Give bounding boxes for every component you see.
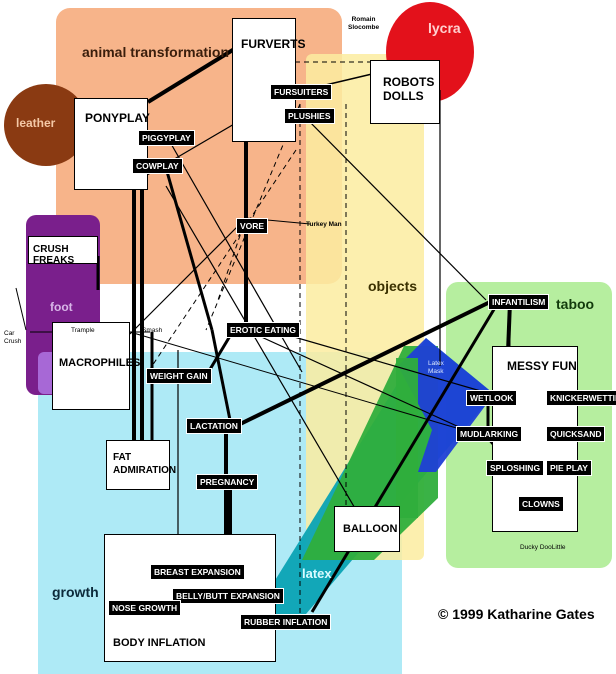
copyright: © 1999 Katharine Gates	[438, 606, 595, 622]
tag-rubber-inflation: RUBBER INFLATION	[240, 614, 332, 630]
box-balloon-label: BALLOON	[343, 523, 398, 535]
tag-mudlarking: MUDLARKING	[456, 426, 523, 442]
box-fat-admiration-label: FAT ADMIRATION	[113, 452, 177, 476]
note-car-crush: Car Crush	[4, 330, 22, 345]
note-romain-slocombe: Romain Slocombe	[348, 16, 380, 31]
tag-piggyplay: PIGGYPLAY	[138, 130, 195, 146]
tag-pie-play: PIE PLAY	[546, 460, 592, 476]
label-foot: foot	[50, 300, 73, 314]
label-taboo: taboo	[556, 296, 595, 312]
box-macrophiles: MACROPHILES	[52, 322, 140, 410]
box-crush-freaks: CRUSH FREAKS	[28, 236, 98, 266]
tag-cowplay: COWPLAY	[132, 158, 183, 174]
note-smash: Smash	[142, 327, 163, 334]
tag-clowns: CLOWNS	[518, 496, 564, 512]
label-lycra: lycra	[428, 20, 461, 36]
tag-nose-growth: NOSE GROWTH	[108, 600, 182, 616]
label-latex: latex	[302, 566, 332, 581]
tag-infantilism: INFANTILISM	[488, 294, 550, 310]
tag-breast-expansion: BREAST EXPANSION	[150, 564, 245, 580]
tag-wetlook: WETLOOK	[466, 390, 518, 406]
box-fat-admiration: FAT ADMIRATION	[106, 440, 176, 490]
box-robots-dolls-label: ROBOTS DOLLS	[383, 75, 435, 103]
tag-sploshing: SPLOSHING	[486, 460, 545, 476]
tag-knickerwetting: KNICKERWETTING	[546, 390, 616, 406]
box-body-inflation-label: BODY INFLATION	[113, 637, 206, 649]
label-leather: leather	[16, 116, 56, 130]
note-turkey-man: Turkey Man	[306, 221, 342, 228]
note-trample: Trample	[70, 327, 96, 334]
box-crush-freaks-label: CRUSH FREAKS	[33, 244, 75, 266]
box-ponyplay-label: PONYPLAY	[85, 111, 150, 125]
tag-belly-butt-expansion: BELLY/BUTT EXPANSION	[172, 588, 284, 604]
box-ponyplay: PONYPLAY	[74, 98, 150, 190]
label-objects: objects	[368, 278, 418, 294]
tag-weight-gain: WEIGHT GAIN	[146, 368, 212, 384]
tag-vore: VORE	[236, 218, 269, 234]
label-animal-transformation: animal transformation	[82, 44, 230, 60]
note-latex-mask: Latex Mask	[428, 360, 444, 375]
box-robots-dolls: ROBOTS DOLLS	[370, 60, 440, 124]
tag-plushies: PLUSHIES	[284, 108, 335, 124]
box-macrophiles-label: MACROPHILES	[59, 357, 141, 369]
tag-pregnancy: PREGNANCY	[196, 474, 259, 490]
tag-erotic-eating: EROTIC EATING	[226, 322, 300, 338]
box-furverts-label: FURVERTS	[241, 37, 306, 51]
tag-lactation: LACTATION	[186, 418, 242, 434]
note-ducky-doolittle: Ducky DooLittle	[520, 544, 566, 551]
tag-fursuiters: FURSUITERS	[270, 84, 333, 100]
box-messy-fun-label: MESSY FUN	[507, 359, 577, 373]
box-balloon: BALLOON	[334, 506, 400, 552]
tag-quicksand: QUICKSAND	[546, 426, 606, 442]
label-growth: growth	[52, 584, 99, 600]
